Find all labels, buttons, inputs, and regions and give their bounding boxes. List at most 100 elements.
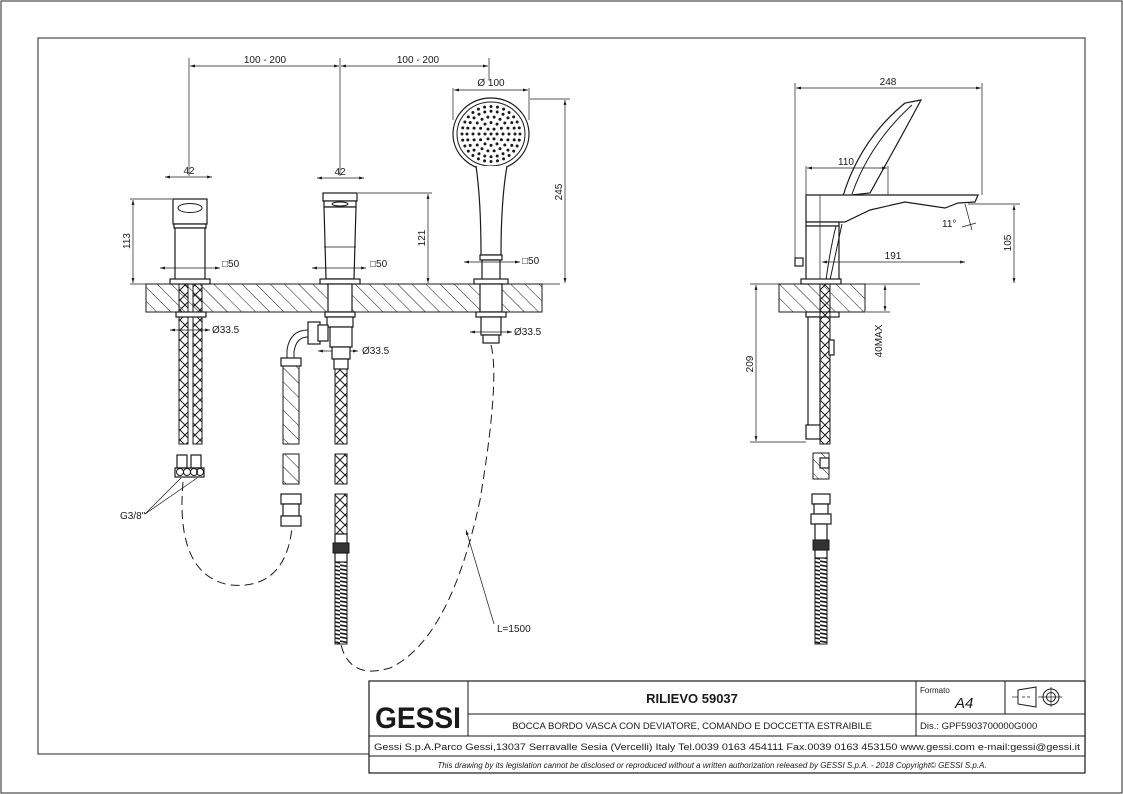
nozzle-dot (492, 137, 496, 141)
nozzle-dot (492, 127, 496, 131)
nozzle-dot (489, 143, 493, 147)
hose-length-label: L=1500 (497, 624, 531, 635)
first-angle-projection-icon (1012, 686, 1062, 708)
nozzle-dot (483, 122, 487, 126)
nozzle-dot (495, 105, 499, 109)
nozzle-dot (503, 121, 507, 125)
nozzle-dot (466, 126, 470, 130)
nozzle-dot (476, 107, 480, 111)
dim-shower-height: 245 (554, 183, 565, 200)
nozzle-dot (507, 110, 511, 114)
hand-shower: Ø 100 245 □50 Ø33.5 (452, 78, 570, 344)
nozzle-dot (489, 109, 493, 113)
dim-spout-inner: 110 (838, 157, 854, 168)
nozzle-dot (506, 126, 510, 130)
nozzle-dot (461, 126, 465, 130)
nozzle-dot (483, 132, 487, 136)
nozzle-dot (465, 132, 469, 136)
nozzle-dot (495, 122, 499, 126)
nozzle-dot (472, 148, 476, 152)
dim-hole-1: Ø33.5 (212, 325, 240, 336)
dim-deck-thickness: 40MAX (874, 324, 885, 357)
nozzle-dot (466, 149, 470, 153)
nozzle-dot (512, 149, 516, 153)
nozzle-dot (510, 121, 514, 125)
nozzle-dot (463, 144, 467, 148)
nozzle-dot (471, 132, 475, 136)
dim-spacing-left: 100 - 200 (244, 55, 287, 66)
nozzle-dot (477, 112, 481, 116)
nozzle-dot (507, 132, 511, 136)
nozzle-dot (486, 127, 490, 131)
dim-spout-length: 248 (880, 77, 897, 88)
nozzle-dot (503, 143, 507, 147)
nozzle-dot (468, 121, 472, 125)
nozzle-dot (512, 115, 516, 119)
dim-base-square-1: □50 (222, 259, 240, 270)
dim-mixer-height: 113 (122, 233, 133, 249)
nozzle-dot (477, 132, 481, 136)
nozzle-dot (479, 138, 483, 142)
nozzle-dot (498, 147, 502, 151)
nozzle-dot (475, 143, 479, 147)
nozzle-dot (477, 152, 481, 156)
nozzle-dot (502, 157, 506, 161)
nozzle-dot (489, 121, 493, 125)
format-label: Formato (920, 686, 950, 695)
nozzle-dot (506, 138, 510, 142)
nozzle-dot (475, 121, 479, 125)
nozzle-dot (489, 155, 493, 159)
nozzle-dot (479, 126, 483, 130)
nozzle-dot (483, 159, 487, 163)
dim-spout-height: 105 (1003, 234, 1014, 251)
nozzle-dot (471, 110, 475, 114)
nozzle-dot (486, 149, 490, 153)
brand-logo: GESSI (375, 702, 461, 735)
drawing-title: RILIEVO 59037 (646, 691, 738, 706)
nozzle-dot (466, 138, 470, 142)
nozzle-dot (512, 138, 516, 142)
dim-spacing-right: 100 - 200 (397, 55, 440, 66)
hose-path-left (181, 481, 293, 586)
hose-path-shower (340, 344, 495, 672)
nozzle-dot (515, 144, 519, 148)
nozzle-dot (495, 159, 499, 163)
nozzle-dot (499, 138, 503, 142)
nozzle-dot (486, 137, 490, 141)
nozzle-dot (512, 126, 516, 130)
nozzle-dot (483, 154, 487, 158)
dim-hole-3: Ø33.5 (514, 327, 542, 338)
dim-shower-head-diameter: Ø 100 (477, 78, 505, 89)
nozzle-dot (463, 120, 467, 124)
dim-diverter-width: 42 (334, 167, 346, 178)
dim-spout-reach: 191 (885, 251, 902, 262)
dim-diverter-height: 121 (417, 229, 428, 246)
nozzle-dot (489, 132, 493, 136)
nozzle-dot (472, 138, 476, 142)
company-address: Gessi S.p.A.Parco Gessi,13037 Serravalle… (374, 742, 1081, 752)
nozzle-dot (468, 143, 472, 147)
nozzle-dot (492, 149, 496, 153)
nozzle-dot (489, 160, 493, 164)
nozzle-dot (502, 107, 506, 111)
dim-spout-angle: 11° (942, 219, 956, 230)
nozzle-dot (466, 115, 470, 119)
drawing-description: BOCCA BORDO VASCA CON DEVIATORE, COMANDO… (512, 721, 872, 732)
nozzle-dot (483, 110, 487, 114)
nozzle-dot (513, 132, 517, 136)
nozzle-dot (489, 104, 493, 108)
nozzle-dot (495, 142, 499, 146)
diverter-control: 42 121 □50 Ø33.5 (280, 167, 432, 645)
nozzle-dot (486, 115, 490, 119)
nozzle-dot (501, 112, 505, 116)
nozzle-dot (472, 116, 476, 120)
nozzle-dot (501, 152, 505, 156)
title-block: GESSI RILIEVO 59037 BOCCA BORDO VASCA CO… (368, 680, 1086, 774)
nozzle-dot (480, 147, 484, 151)
dim-mixer-width: 42 (183, 166, 195, 177)
nozzle-dot (498, 117, 502, 121)
nozzle-dot (460, 132, 464, 136)
nozzle-dot (501, 132, 505, 136)
